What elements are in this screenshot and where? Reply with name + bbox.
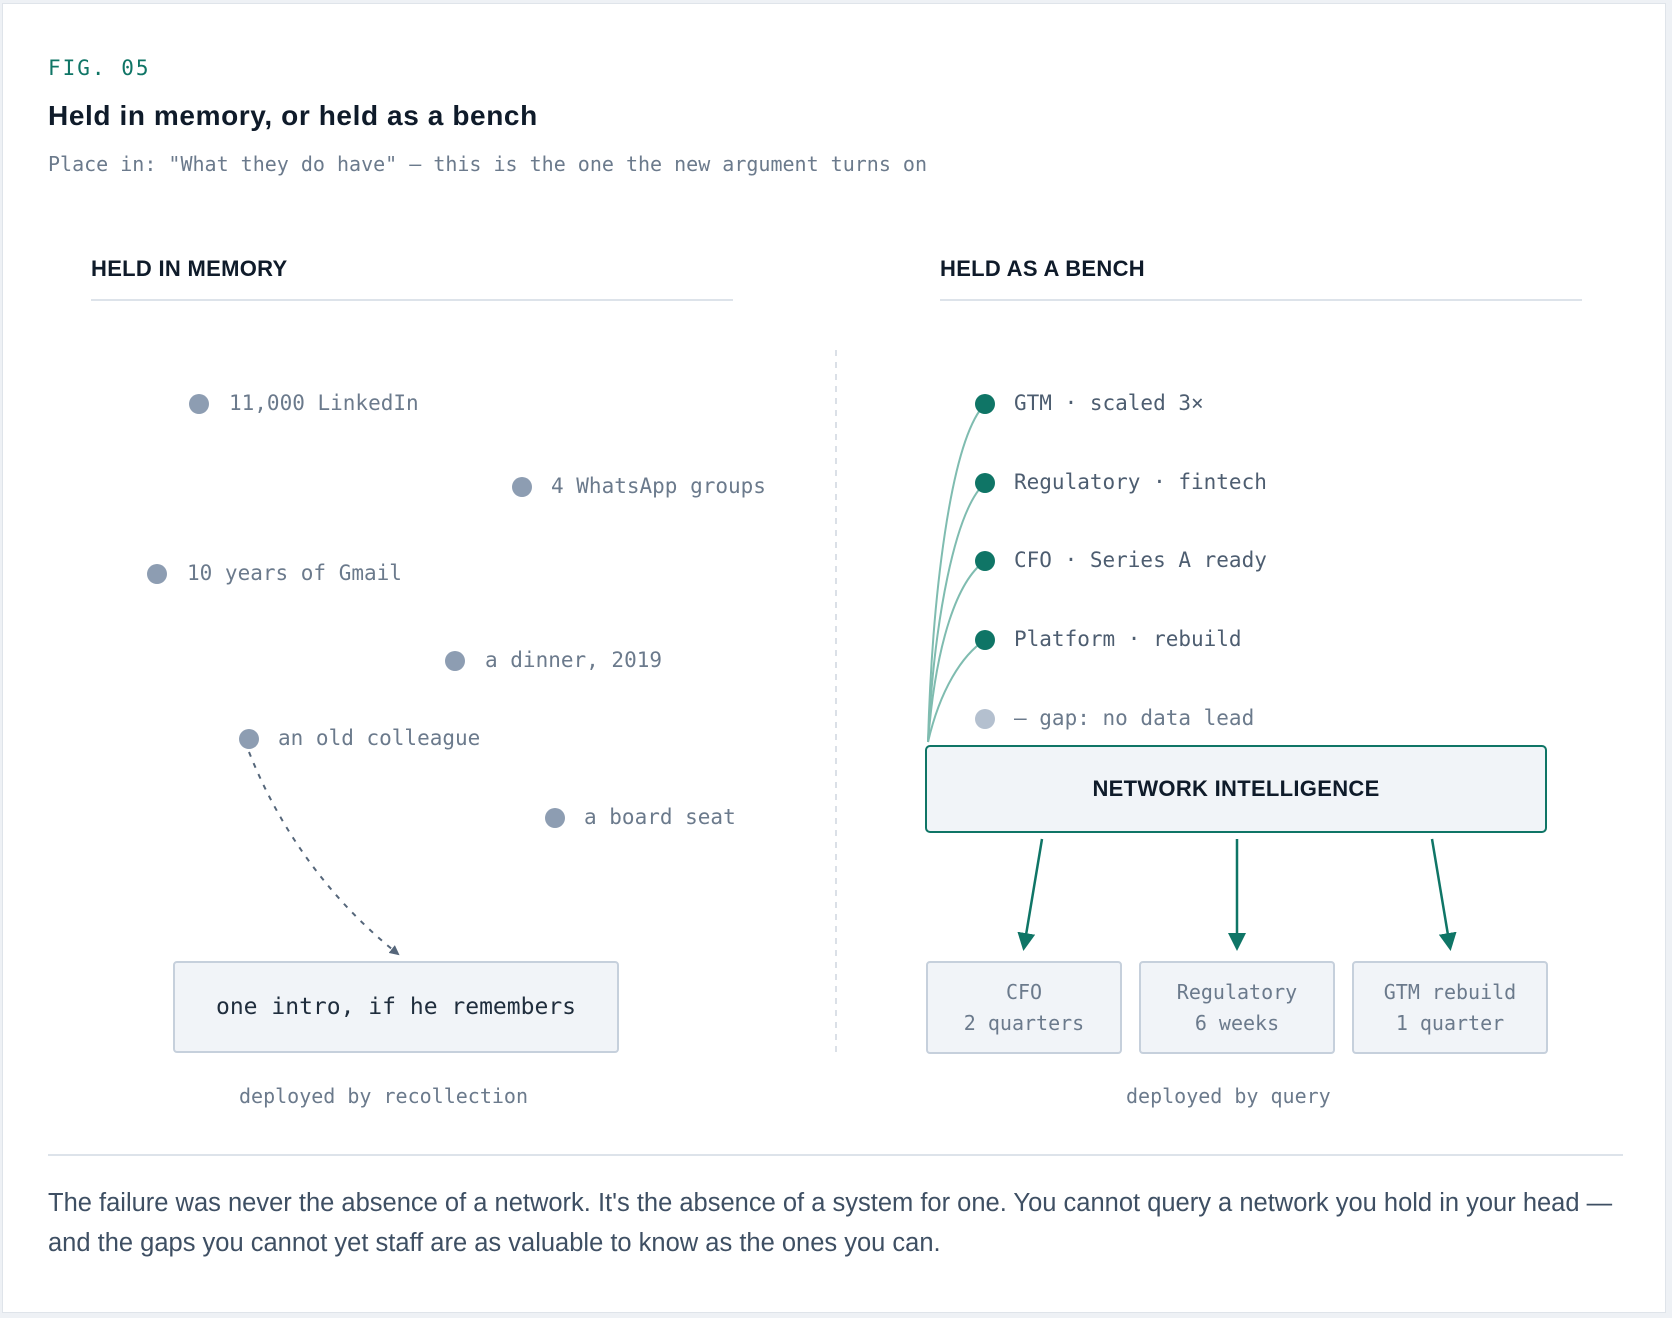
memory-dot: [147, 564, 167, 584]
left-caption: deployed by recollection: [239, 1084, 528, 1108]
memory-dot: [239, 729, 259, 749]
conclusion-rule: [48, 1154, 1623, 1156]
bench-curve-regulatory: [927, 482, 986, 743]
memory-item-dinner: a dinner, 2019: [485, 648, 663, 672]
left-heading-rule: [91, 299, 733, 301]
memory-item-board-seat: a board seat: [584, 805, 736, 829]
output-time: 1 quarter: [1395, 1010, 1505, 1035]
bench-dot: [975, 630, 995, 650]
bench-curve-cfo: [927, 560, 986, 743]
memory-dot: [545, 808, 565, 828]
output-box-cfo: CFO 2 quarters: [926, 961, 1122, 1054]
memory-item-linkedin: 11,000 LinkedIn: [229, 391, 419, 415]
memory-item-colleague: an old colleague: [278, 726, 481, 750]
left-column-heading: HELD IN MEMORY: [91, 256, 288, 281]
intro-result-text: one intro, if he remembers: [215, 994, 577, 1020]
figure-card: [2, 3, 1666, 1313]
hub-label: NETWORK INTELLIGENCE: [1092, 776, 1380, 801]
memory-dot: [445, 651, 465, 671]
output-arrow-gtm: [1430, 838, 1457, 951]
conclusion-text: The failure was never the absence of a n…: [48, 1189, 1613, 1257]
bench-dot: [975, 551, 995, 571]
output-time: 6 weeks: [1194, 1010, 1280, 1035]
intro-result-box: one intro, if he remembers: [173, 961, 619, 1053]
right-heading-rule: [940, 299, 1582, 301]
bench-item-cfo: CFO · Series A ready: [1014, 548, 1267, 572]
figure-label: FIG. 05: [48, 56, 151, 80]
memory-item-gmail: 10 years of Gmail: [187, 561, 402, 585]
output-role: CFO: [1005, 979, 1043, 1004]
output-time: 2 quarters: [963, 1010, 1085, 1035]
bench-item-gtm: GTM · scaled 3×: [1014, 391, 1204, 415]
memory-dot: [189, 394, 209, 414]
output-arrow-cfo: [1017, 838, 1044, 951]
right-column-heading: HELD AS A BENCH: [940, 256, 1145, 281]
bench-dot: [975, 473, 995, 493]
figure-subtitle: Place in: "What they do have" — this is …: [48, 152, 927, 176]
bench-gap-item: — gap: no data lead: [1014, 706, 1255, 730]
memory-item-whatsapp: 4 WhatsApp groups: [551, 474, 766, 498]
figure-title: Held in memory, or held as a bench: [48, 100, 538, 131]
bench-curve-gtm: [927, 403, 986, 743]
output-role: GTM rebuild: [1383, 979, 1517, 1004]
bench-curve-platform: [927, 639, 986, 743]
memory-dot: [512, 477, 532, 497]
gap-dot: [975, 709, 995, 729]
output-role: Regulatory: [1176, 979, 1298, 1004]
recollection-arrow: [248, 751, 400, 956]
bench-item-platform: Platform · rebuild: [1014, 627, 1242, 651]
output-box-gtm: GTM rebuild 1 quarter: [1352, 961, 1548, 1054]
bench-item-regulatory: Regulatory · fintech: [1014, 470, 1267, 494]
output-box-regulatory: Regulatory 6 weeks: [1139, 961, 1335, 1054]
network-intelligence-hub: NETWORK INTELLIGENCE: [925, 745, 1547, 833]
bench-dot: [975, 394, 995, 414]
right-caption: deployed by query: [1126, 1084, 1331, 1108]
